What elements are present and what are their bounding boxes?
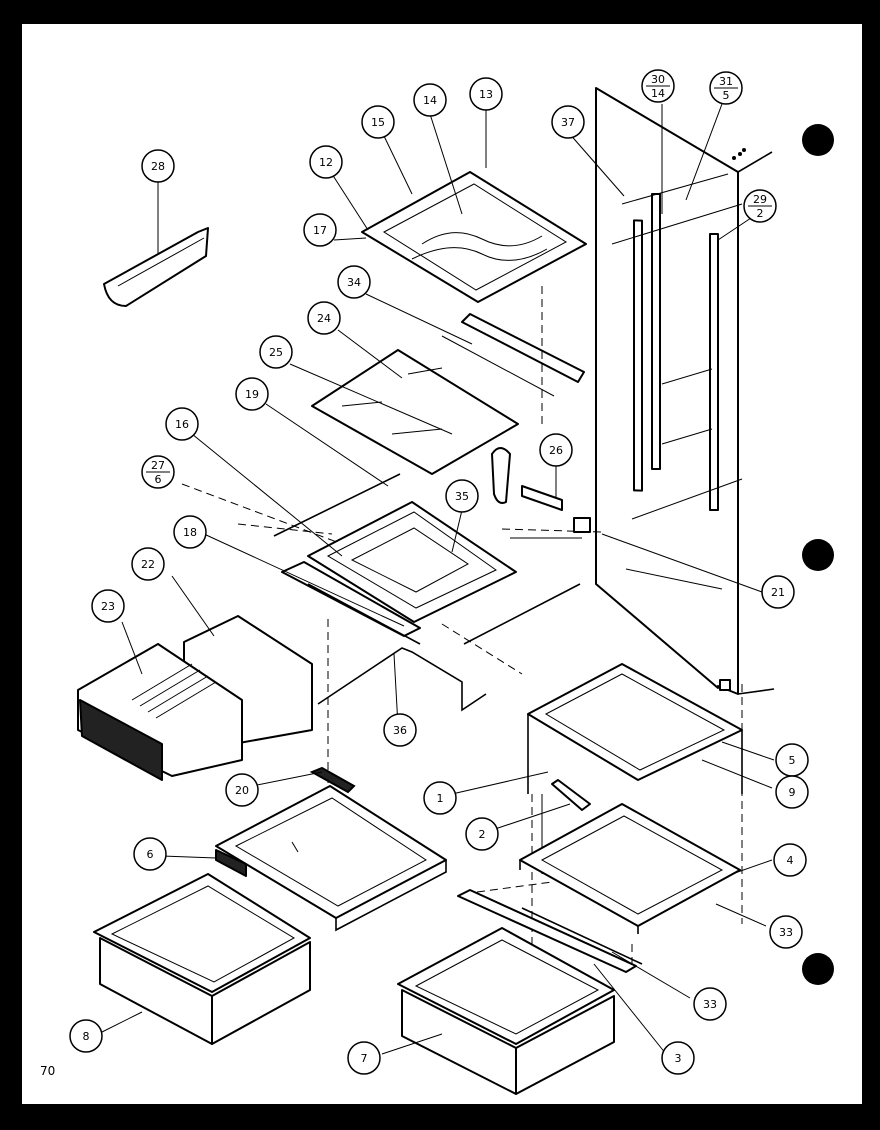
svg-text:15: 15	[371, 116, 385, 129]
callout-37: 37	[551, 105, 585, 139]
svg-text:14: 14	[651, 87, 665, 100]
callout-36: 36	[383, 713, 417, 747]
callout-22: 22	[131, 547, 165, 581]
svg-text:16: 16	[175, 418, 189, 431]
svg-text:7: 7	[361, 1052, 368, 1065]
callout-33b: 33	[693, 987, 727, 1021]
callout-8: 8	[69, 1019, 103, 1053]
leader-lines	[101, 103, 775, 1055]
callouts: 28 15 14 13 12 17 34 24 25 19 16 276 35 …	[69, 69, 809, 1075]
callout-12: 12	[309, 145, 343, 179]
registration-dot	[802, 539, 834, 571]
callout-17: 17	[303, 213, 337, 247]
callout-16: 16	[165, 407, 199, 441]
callout-27-6: 276	[141, 455, 175, 489]
svg-text:30: 30	[651, 73, 665, 86]
callout-7: 7	[347, 1041, 381, 1075]
top-shelf	[361, 171, 587, 303]
svg-text:22: 22	[141, 558, 155, 571]
svg-text:5: 5	[723, 89, 730, 102]
callout-13: 13	[469, 77, 503, 111]
callout-18: 18	[173, 515, 207, 549]
part-20-slide	[309, 766, 356, 794]
registration-dot	[802, 953, 834, 985]
callout-23: 23	[91, 589, 125, 623]
svg-text:20: 20	[235, 784, 249, 797]
svg-text:19: 19	[245, 388, 259, 401]
callout-21: 21	[761, 575, 795, 609]
svg-text:37: 37	[561, 116, 575, 129]
callout-19: 19	[235, 377, 269, 411]
callout-4: 4	[773, 843, 807, 877]
svg-text:35: 35	[455, 490, 469, 503]
svg-text:33: 33	[703, 998, 717, 1011]
svg-text:12: 12	[319, 156, 333, 169]
svg-text:34: 34	[347, 276, 361, 289]
svg-text:2: 2	[757, 207, 764, 220]
exploded-parts-diagram: 28 15 14 13 12 17 34 24 25 19 16 276 35 …	[69, 69, 834, 1095]
svg-text:36: 36	[393, 724, 407, 737]
crisper-drawers	[77, 615, 313, 781]
callout-34: 34	[337, 265, 371, 299]
svg-text:5: 5	[789, 754, 796, 767]
part-28-bin	[103, 227, 209, 307]
callout-35: 35	[445, 479, 479, 513]
callout-14: 14	[413, 83, 447, 117]
svg-text:28: 28	[151, 160, 165, 173]
svg-text:24: 24	[317, 312, 331, 325]
callout-33a: 33	[769, 915, 803, 949]
cabinet-liner	[595, 87, 775, 695]
svg-text:17: 17	[313, 224, 327, 237]
right-crisper-housing	[527, 663, 743, 874]
svg-text:8: 8	[83, 1030, 90, 1043]
svg-text:2: 2	[479, 828, 486, 841]
callout-3: 3	[661, 1041, 695, 1075]
drawer-8	[93, 873, 311, 1045]
callout-9: 9	[775, 775, 809, 809]
drawer-7	[397, 927, 615, 1095]
svg-text:9: 9	[789, 786, 796, 799]
svg-text:26: 26	[549, 444, 563, 457]
svg-text:3: 3	[675, 1052, 682, 1065]
part-34-rail	[441, 313, 585, 397]
callout-26: 26	[539, 433, 573, 467]
registration-dot	[802, 124, 834, 156]
callout-6: 6	[133, 837, 167, 871]
svg-text:31: 31	[719, 75, 733, 88]
light-switch-assembly	[491, 447, 591, 539]
part-24-glass	[311, 349, 519, 475]
svg-text:29: 29	[753, 193, 767, 206]
left-shelf-6	[215, 785, 447, 932]
svg-text:23: 23	[101, 600, 115, 613]
svg-text:1: 1	[437, 792, 444, 805]
callout-1: 1	[423, 781, 457, 815]
callout-28: 28	[141, 149, 175, 183]
svg-text:6: 6	[147, 848, 154, 861]
callout-29-2: 292	[743, 189, 777, 223]
callout-25: 25	[259, 335, 293, 369]
callout-24: 24	[307, 301, 341, 335]
svg-text:25: 25	[269, 346, 283, 359]
svg-text:4: 4	[787, 854, 794, 867]
svg-text:6: 6	[155, 473, 162, 486]
svg-text:14: 14	[423, 94, 437, 107]
callout-31-5: 315	[709, 71, 743, 105]
callout-20: 20	[225, 773, 259, 807]
page-number: 70	[40, 1064, 56, 1078]
svg-text:33: 33	[779, 926, 793, 939]
callout-5: 5	[775, 743, 809, 777]
svg-text:13: 13	[479, 88, 493, 101]
svg-text:18: 18	[183, 526, 197, 539]
callout-15: 15	[361, 105, 395, 139]
svg-text:21: 21	[771, 586, 785, 599]
svg-text:27: 27	[151, 459, 165, 472]
callout-2: 2	[465, 817, 499, 851]
part-36-bracket	[317, 647, 487, 712]
